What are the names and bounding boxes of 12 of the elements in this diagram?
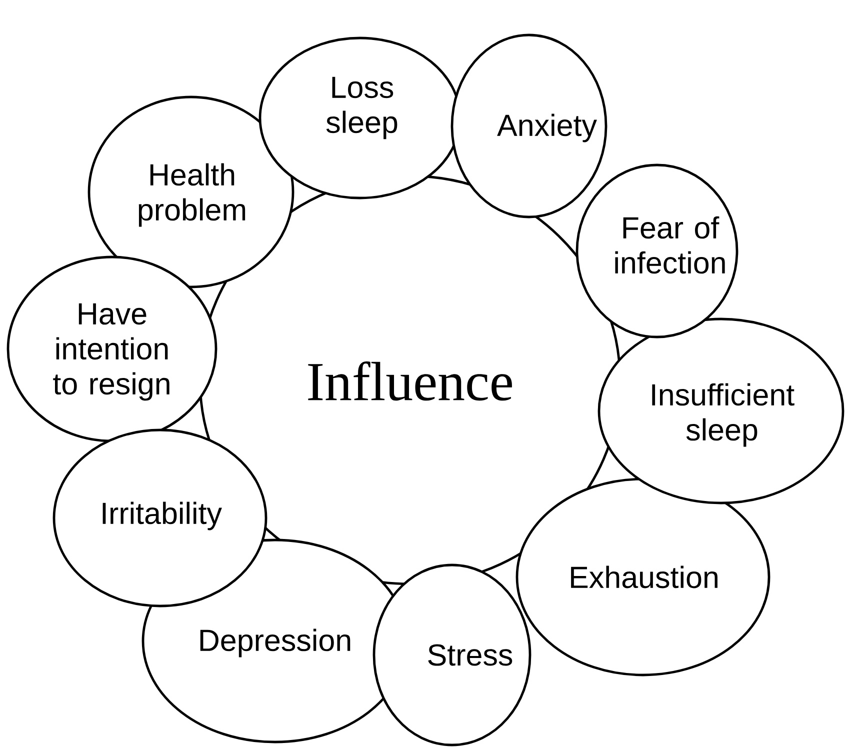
ellipse-node: Fear of infection	[576, 164, 738, 338]
ellipse-node: Insufficient sleep	[598, 318, 844, 504]
ellipse-node: Stress	[372, 564, 532, 746]
node-label: Depression	[200, 628, 350, 658]
ellipse-node: Health problem	[88, 96, 294, 288]
ellipse-node: Irritability	[52, 428, 268, 608]
ellipse-node: Loss sleep	[258, 36, 462, 200]
ellipse-node: Anxiety	[450, 34, 608, 218]
ellipse-node: Exhaustion	[516, 478, 770, 676]
node-label: Stress	[428, 644, 512, 666]
ellipse-node: Have intention to resign	[6, 256, 218, 442]
node-label: Insufficient sleep	[652, 383, 794, 447]
